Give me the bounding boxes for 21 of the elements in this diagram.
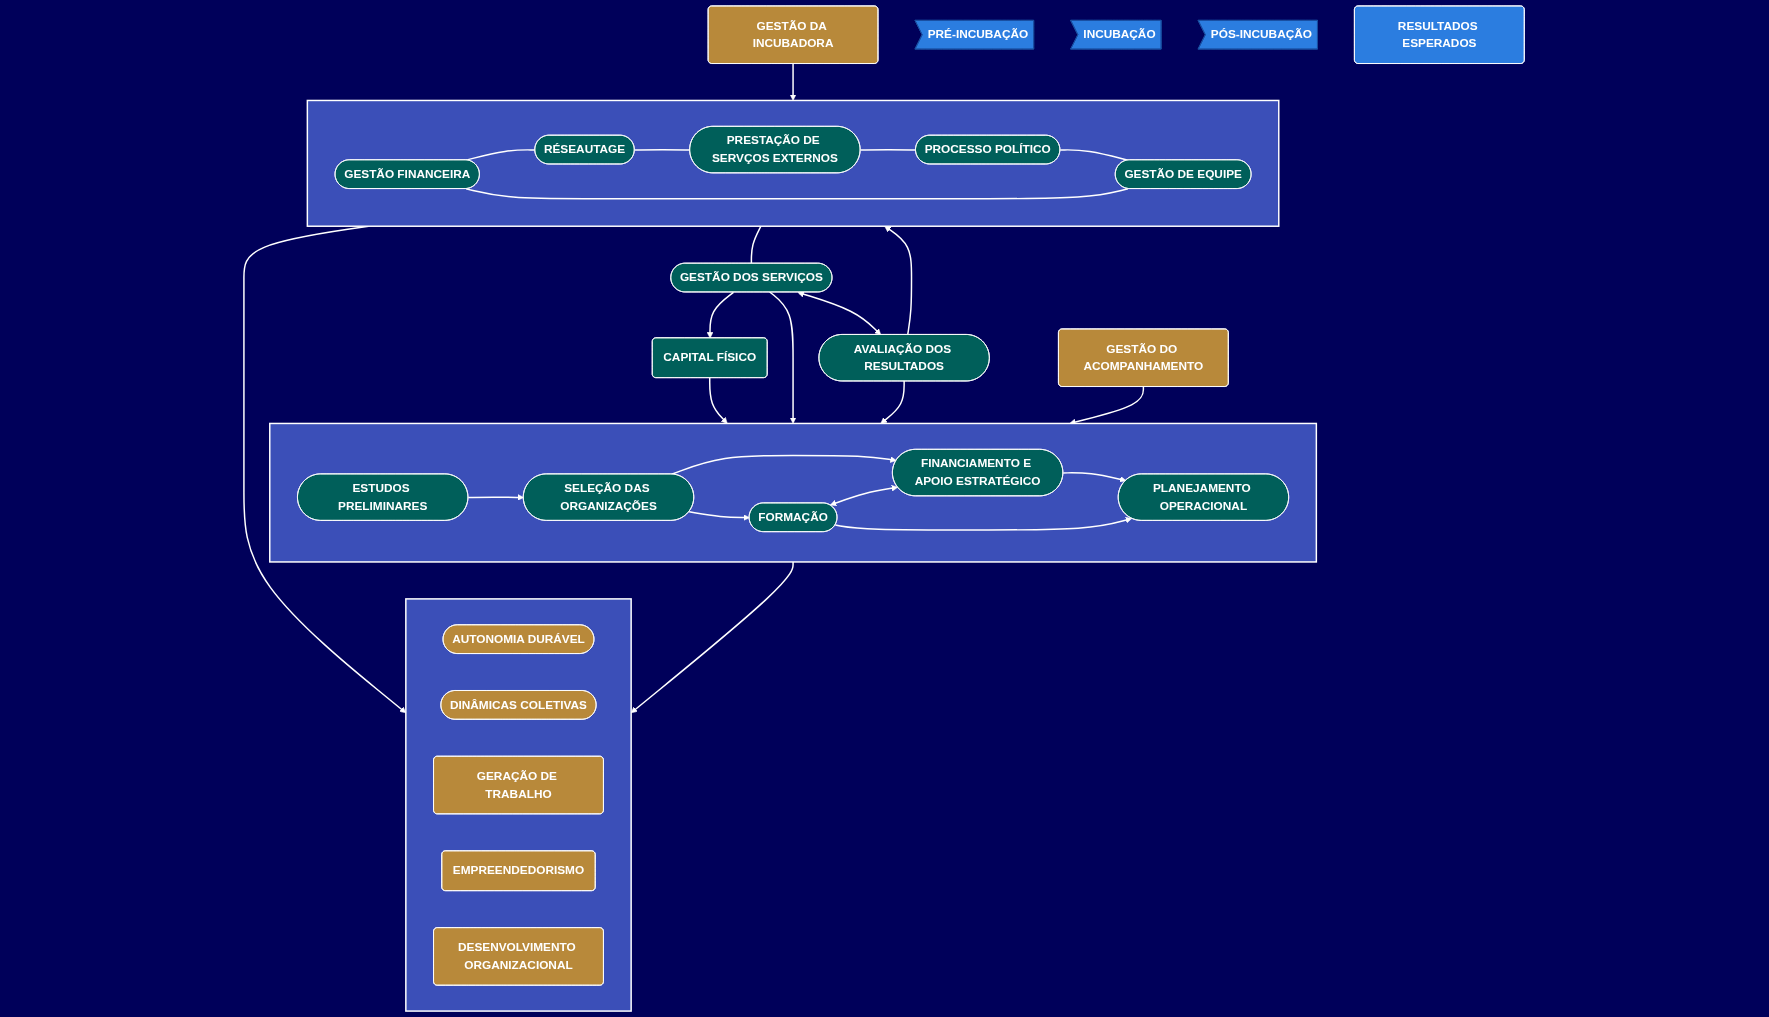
arrow [797,291,882,336]
arrow [709,376,728,424]
arrow [707,291,735,339]
connector [860,148,917,151]
cluster [405,598,633,1012]
arrow [467,494,525,501]
connector [751,225,762,264]
arrow [834,516,1133,531]
connector [634,148,692,151]
arrow [790,62,797,101]
cluster [269,422,1318,563]
arrow [688,511,751,521]
arrow [884,225,913,336]
arrow [631,561,795,714]
arrow [769,291,797,424]
arrow [243,225,407,714]
arrow [830,485,899,507]
arrow [1062,472,1127,483]
arrow [671,454,898,475]
arrow [880,380,906,424]
cluster [307,99,1280,227]
